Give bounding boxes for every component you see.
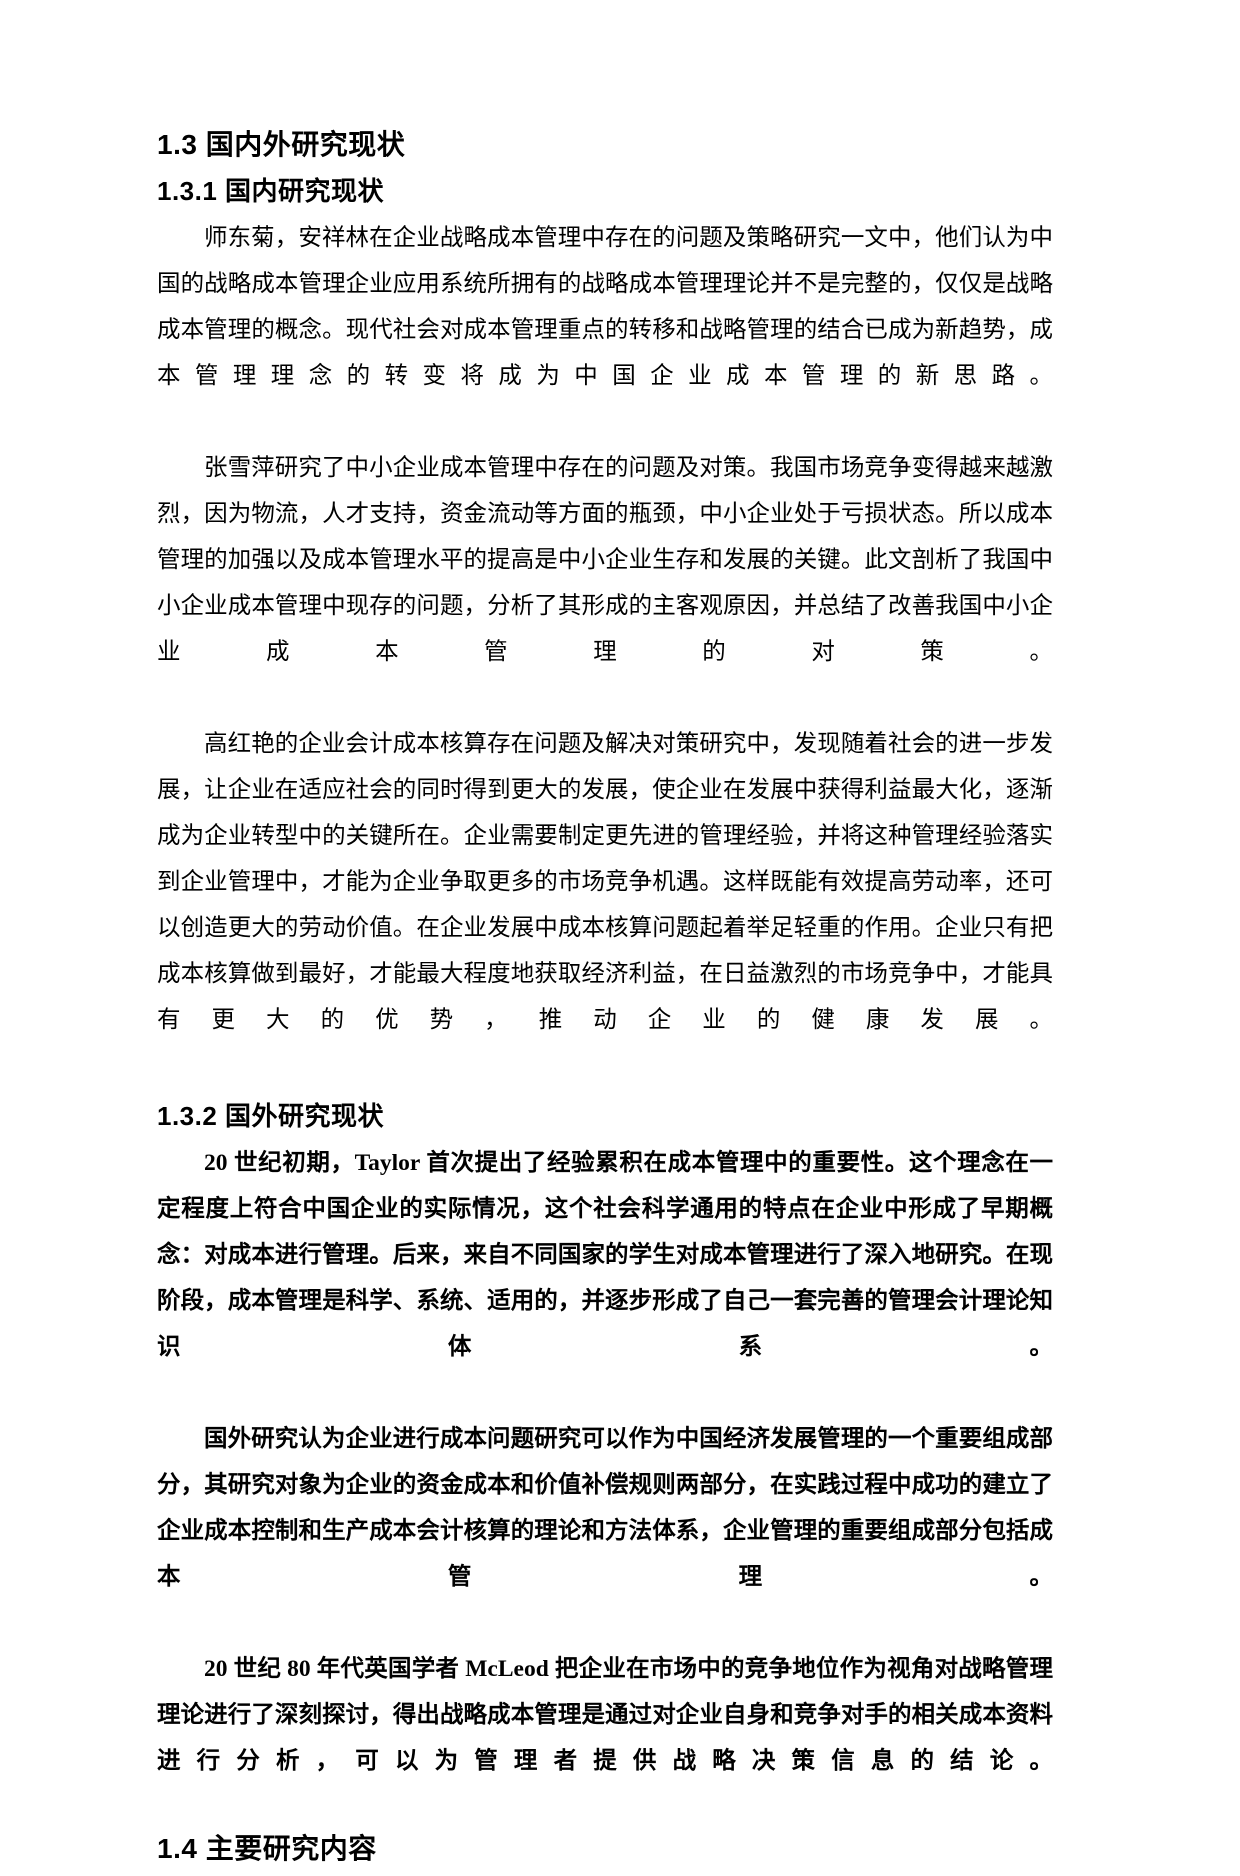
paragraph: 师东菊，安祥林在企业战略成本管理中存在的问题及策略研究一文中，他们认为中国的战略… [157, 224, 1053, 389]
heading-1-3-1: 1.3.1 国内研究现状 [157, 175, 385, 206]
paragraph: 张雪萍研究了中小企业成本管理中存在的问题及对策。我国市场竞争变得越来越激烈，因为… [157, 454, 1053, 665]
page-content: 1.3 国内外研究现状 1.3.1 国内研究现状 师东菊，安祥林在企业战略成本管… [157, 126, 1053, 1876]
paragraph: 20 世纪 80 年代英国学者 McLeod 把企业在市场中的竞争地位作为视角对… [157, 1655, 1053, 1774]
paragraph: 20 世纪初期，Taylor 首次提出了经验累积在成本管理中的重要性。这个理念在… [157, 1149, 1053, 1360]
heading-1-3: 1.3 国内外研究现状 [157, 129, 406, 160]
paragraph: 高红艳的企业会计成本核算存在问题及解决对策研究中，发现随着社会的进一步发展，让企… [157, 730, 1053, 1033]
paragraph: 国外研究认为企业进行成本问题研究可以作为中国经济发展管理的一个重要组成部分，其研… [157, 1425, 1053, 1590]
heading-1-3-2: 1.3.2 国外研究现状 [157, 1100, 385, 1131]
document-page: 1.3 国内外研究现状 1.3.1 国内研究现状 师东菊，安祥林在企业战略成本管… [157, 129, 1053, 1864]
heading-1-4: 1.4 主要研究内容 [157, 1832, 377, 1864]
